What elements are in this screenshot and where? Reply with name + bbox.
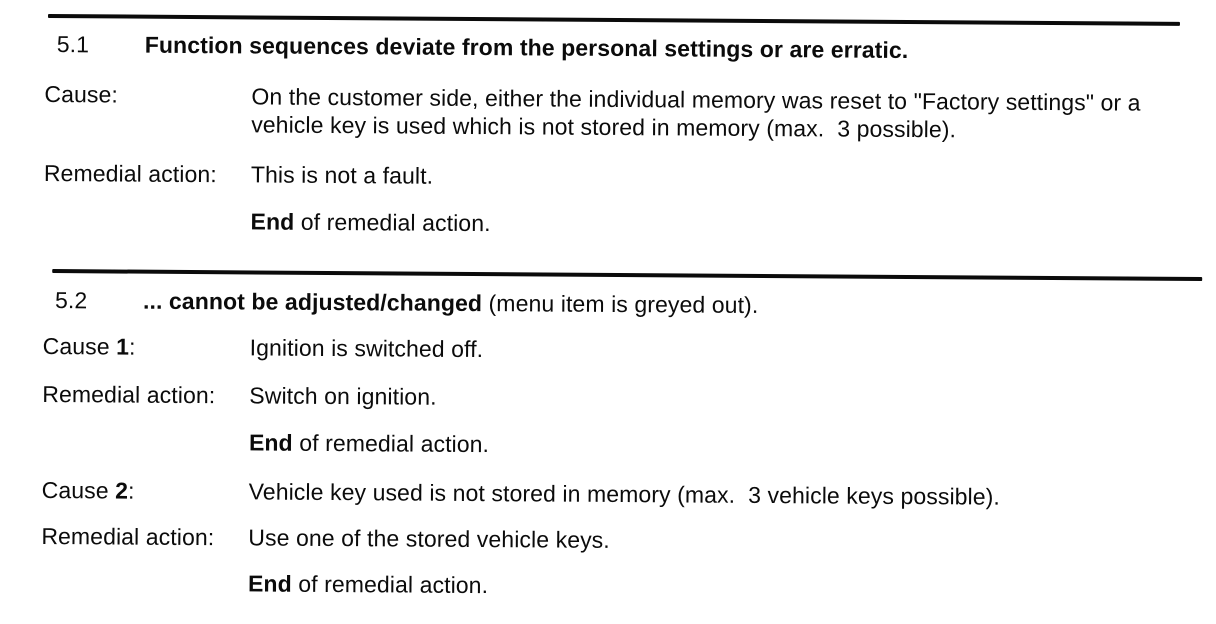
row-text-cause: On the customer side, either the individ… [251,82,1141,144]
cause-label-number: 2 [115,477,129,504]
section-divider-rule [52,269,1203,282]
section-title-bold: Function sequences deviate from the pers… [144,31,909,64]
cause-label-number: 1 [116,333,130,360]
row-text-end-of-remedial-action: End of remedial action. [248,570,488,598]
end-bold: End [248,429,293,456]
row-text-end-of-remedial-action: End of remedial action. [250,208,490,236]
row-text-remedial-action: Use one of the stored vehicle keys. [248,524,610,553]
row-text-end-of-remedial-action: End of remedial action. [249,429,489,457]
row-text-cause-1: Ignition is switched off. [249,334,484,363]
cause-label-pre: Cause [42,332,117,360]
end-rest: of remedial action. [294,208,491,237]
end-rest: of remedial action. [292,429,490,458]
cause-label-post: : [127,477,135,504]
row-text-remedial-action: This is not a fault. [250,161,434,189]
cause-label-pre: Cause [41,476,116,504]
row-text-remedial-action: Switch on ignition. [249,382,437,410]
section-number: 5.2 [54,287,88,314]
section-number: 5.1 [56,31,90,58]
row-label-cause-1: Cause 1: [43,333,136,360]
row-label-remedial-action: Remedial action: [42,380,216,409]
row-label-cause-2: Cause 2: [42,477,135,504]
section-divider-rule [47,14,1180,26]
end-bold: End [247,570,292,597]
row-label-remedial-action: Remedial action: [43,159,217,188]
end-bold: End [250,208,295,235]
section-title-regular: (menu item is greyed out). [482,290,759,318]
cause-label-post: : [128,333,136,360]
section-title: Function sequences deviate from the pers… [145,32,909,63]
section-title-bold: ... cannot be adjusted/changed [142,287,483,317]
end-rest: of remedial action. [291,570,489,599]
row-label-cause: Cause: [44,80,119,108]
row-label-remedial-action: Remedial action: [41,522,215,551]
row-text-cause-2: Vehicle key used is not stored in memory… [248,478,1001,510]
section-title: ... cannot be adjusted/changed (menu ite… [143,288,759,318]
